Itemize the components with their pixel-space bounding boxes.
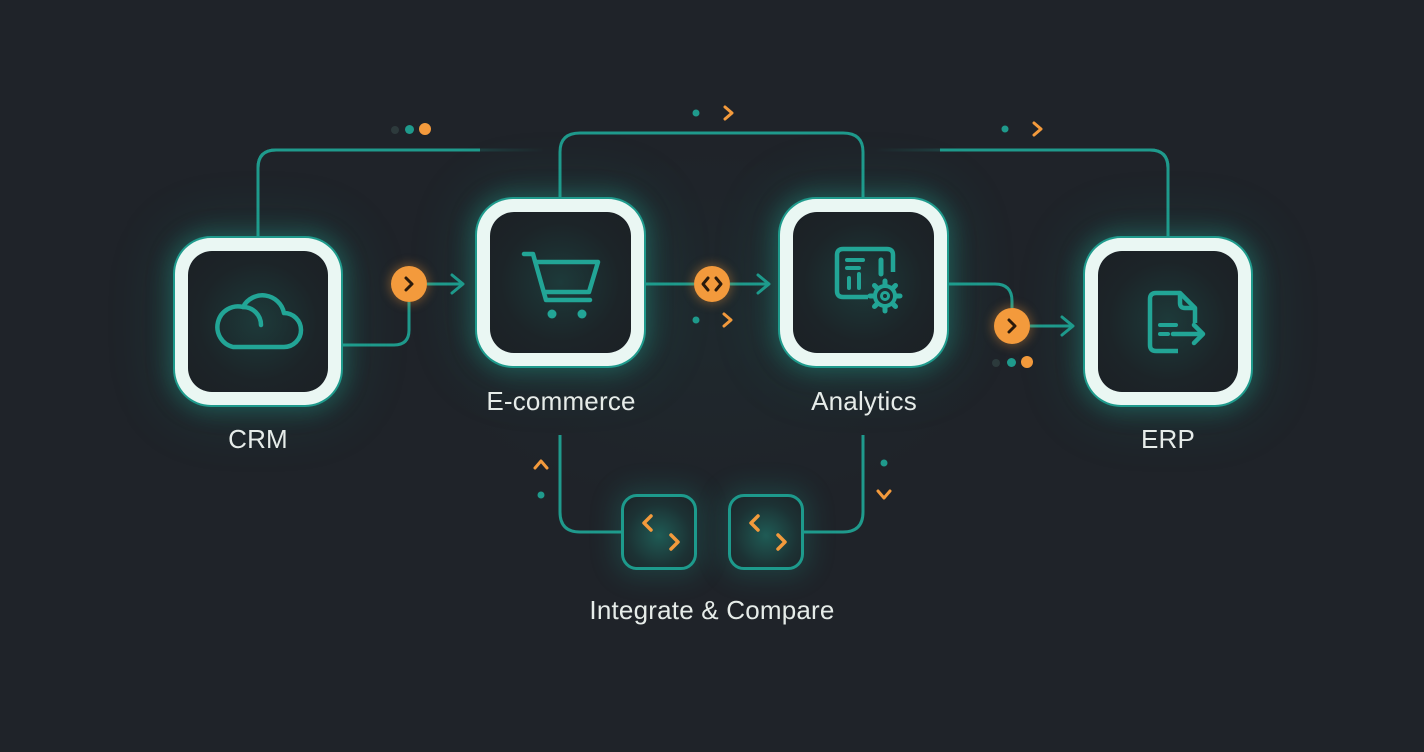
node-ecommerce-label: E-commerce (486, 386, 636, 416)
chevron-right-icon (1007, 318, 1017, 334)
node-analytics[interactable] (780, 199, 947, 366)
node-ecommerce-face (490, 212, 631, 353)
dot-teal (1007, 358, 1016, 367)
sync-node-1[interactable] (621, 494, 697, 570)
node-analytics-face (793, 212, 934, 353)
dot-orange (1021, 356, 1033, 368)
dot-teal (405, 125, 414, 134)
shopping-cart-icon (521, 251, 601, 319)
dot-inactive (992, 359, 1000, 367)
analytics-dashboard-gear-icon (834, 246, 903, 314)
node-erp[interactable] (1085, 238, 1251, 405)
swap-arrows-icon (642, 514, 680, 551)
chevron-right-icon (404, 276, 414, 292)
node-analytics-label: Analytics (811, 386, 917, 416)
swap-arrows-icon (749, 514, 787, 551)
sync-group-label: Integrate & Compare (589, 595, 835, 625)
document-export-icon (1147, 290, 1206, 354)
gear-icon (867, 278, 903, 314)
node-erp-face (1098, 251, 1238, 392)
connector-badge-analytics-erp[interactable] (994, 308, 1030, 344)
node-erp-label: ERP (1140, 424, 1196, 454)
node-crm-label: CRM (228, 424, 288, 454)
node-ecommerce[interactable] (477, 199, 644, 366)
node-crm[interactable] (175, 238, 341, 405)
dot-orange (419, 123, 431, 135)
node-crm-face (188, 251, 328, 392)
connector-badge-ecommerce-analytics[interactable] (694, 266, 730, 302)
code-brackets-icon (701, 276, 723, 292)
connector-badge-crm-ecommerce[interactable] (391, 266, 427, 302)
sync-node-2[interactable] (728, 494, 804, 570)
dot-inactive (391, 126, 399, 134)
cloud-icon (215, 293, 304, 350)
